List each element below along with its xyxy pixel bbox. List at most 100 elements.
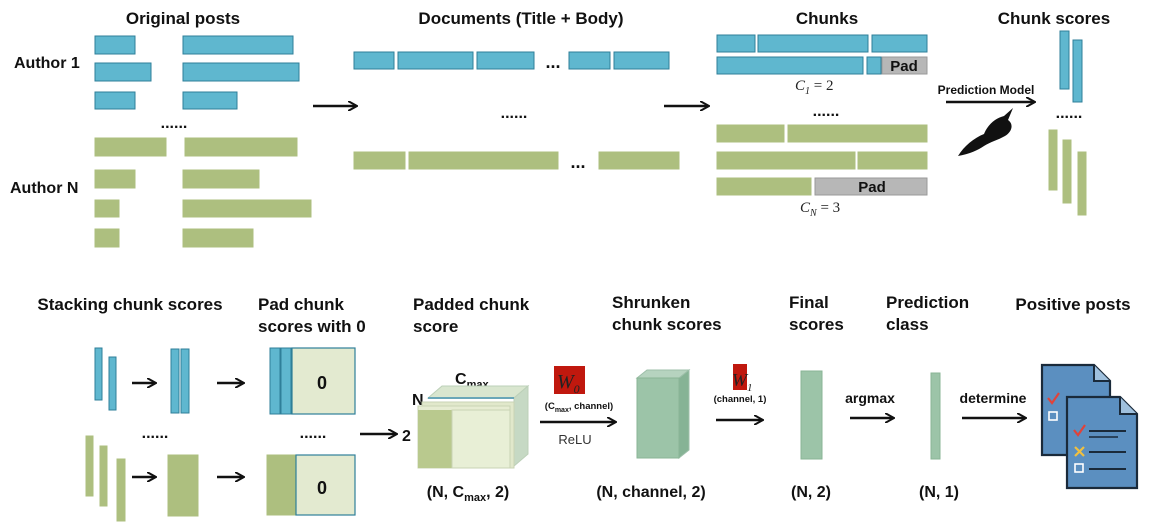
score-bar — [1077, 151, 1087, 216]
positive-posts-title: Positive posts — [1015, 295, 1130, 314]
hummingbird-icon — [958, 108, 1013, 156]
pad-label: Pad — [858, 179, 886, 196]
shrunken-shape: (N, channel, 2) — [596, 484, 705, 501]
post-bar — [94, 199, 120, 218]
prediction-class-bar — [930, 372, 941, 460]
document-bar — [353, 151, 406, 170]
document-ellipsis: ... — [545, 52, 560, 72]
document-bar — [353, 51, 395, 70]
c1-formula: C1 = 2 — [795, 78, 833, 97]
post-bar — [182, 169, 260, 189]
document-bar — [408, 151, 559, 170]
pred-title-line1: Prediction — [886, 293, 969, 312]
post-bar — [182, 199, 312, 218]
tensor-top — [426, 385, 530, 399]
score-bar — [1048, 129, 1058, 191]
pad-block — [881, 56, 928, 75]
chunk-scores-title: Chunk scores — [998, 9, 1110, 28]
document-checklist-icon — [1040, 363, 1139, 490]
two-label: 2 — [402, 428, 411, 445]
n-label: N — [412, 392, 424, 409]
documents-title: Documents (Title + Body) — [418, 9, 623, 28]
post-bar — [182, 228, 254, 248]
chunk-bar — [757, 34, 869, 53]
author-1-posts — [94, 35, 300, 110]
score-bar — [116, 458, 126, 522]
chunk-bar — [716, 177, 812, 196]
prediction-model-label: Prediction Model — [938, 83, 1035, 97]
chunks-ellipsis: ...... — [813, 103, 840, 120]
w0-dims: (Cmax, channel) — [545, 401, 613, 414]
post-bar — [94, 35, 136, 55]
author-1-label: Author 1 — [14, 55, 80, 72]
w0-label: W0 — [557, 371, 580, 396]
pad-ellipsis: ...... — [300, 425, 327, 442]
w1-dims: (channel, 1) — [714, 394, 767, 405]
post-bar — [182, 62, 300, 82]
padded-title-line1: Padded chunk — [413, 295, 530, 314]
score-bar — [99, 445, 108, 507]
post-bar — [94, 169, 136, 189]
relu-label: ReLU — [558, 432, 591, 447]
padded-title-line2: score — [413, 317, 458, 336]
post-bar — [94, 91, 136, 110]
document-bar — [476, 51, 535, 70]
zero-label: 0 — [317, 478, 327, 498]
final-title-line1: Final — [789, 293, 829, 312]
final-shape: (N, 2) — [791, 484, 831, 501]
document-bar — [613, 51, 670, 70]
chunk-bar — [787, 124, 928, 143]
padded-shape: (N, Cmax, 2) — [427, 484, 509, 504]
pad-title-line1: Pad chunk — [258, 295, 345, 314]
cn-formula: CN = 3 — [800, 200, 840, 219]
stacked-scores-author-n — [167, 454, 199, 517]
chunk-bar — [716, 151, 856, 170]
w1-weight-box — [733, 364, 747, 390]
tensor-front — [636, 377, 680, 459]
author-n-chunk-scores — [1048, 129, 1087, 216]
document-bar — [568, 51, 611, 70]
pred-shape: (N, 1) — [919, 484, 959, 501]
stacking-ellipsis: ...... — [142, 425, 169, 442]
stacked-scores-author-1 — [170, 348, 190, 414]
post-bar — [182, 91, 238, 110]
pad-title-line2: scores with 0 — [258, 317, 366, 336]
chunk-bar — [716, 56, 864, 75]
chunk-bar — [716, 124, 785, 143]
chunk-bar — [857, 151, 928, 170]
post-bar — [184, 137, 298, 157]
pad-label: Pad — [890, 58, 918, 75]
chunks-title: Chunks — [796, 9, 858, 28]
shrunken-title-line2: chunk scores — [612, 315, 722, 334]
tensor-data-region — [418, 410, 452, 468]
post-bar — [94, 228, 120, 248]
author-n-label: Author N — [10, 180, 78, 197]
padded-author-1: 0 — [269, 347, 356, 415]
padded-author-n: 0 — [266, 454, 356, 516]
author-1-chunks: Pad — [716, 34, 928, 75]
post-bar — [94, 62, 152, 82]
w1-label: W1 — [732, 370, 753, 394]
author-n-documents — [353, 151, 680, 170]
zero-pad-block — [295, 454, 356, 516]
document-bar — [598, 151, 680, 170]
chunk-bar — [871, 34, 928, 53]
stacking-author-1 — [94, 347, 117, 411]
score-bar — [1059, 30, 1070, 90]
documents-ellipsis: ...... — [501, 105, 528, 122]
author-1-chunk-scores — [1059, 30, 1083, 103]
post-bar — [182, 35, 294, 55]
zero-label: 0 — [317, 373, 327, 393]
chunk-bar — [716, 34, 756, 53]
pad-block — [814, 177, 928, 196]
pred-title-line2: class — [886, 315, 929, 334]
score-bar — [85, 435, 94, 497]
score-column — [280, 347, 292, 415]
stacking-title: Stacking chunk scores — [37, 295, 222, 314]
zero-pad-block — [291, 347, 356, 415]
shrunken-tensor — [635, 368, 691, 460]
original-posts-title: Original posts — [126, 9, 240, 28]
score-column — [269, 347, 281, 415]
padded-tensor — [417, 384, 530, 469]
